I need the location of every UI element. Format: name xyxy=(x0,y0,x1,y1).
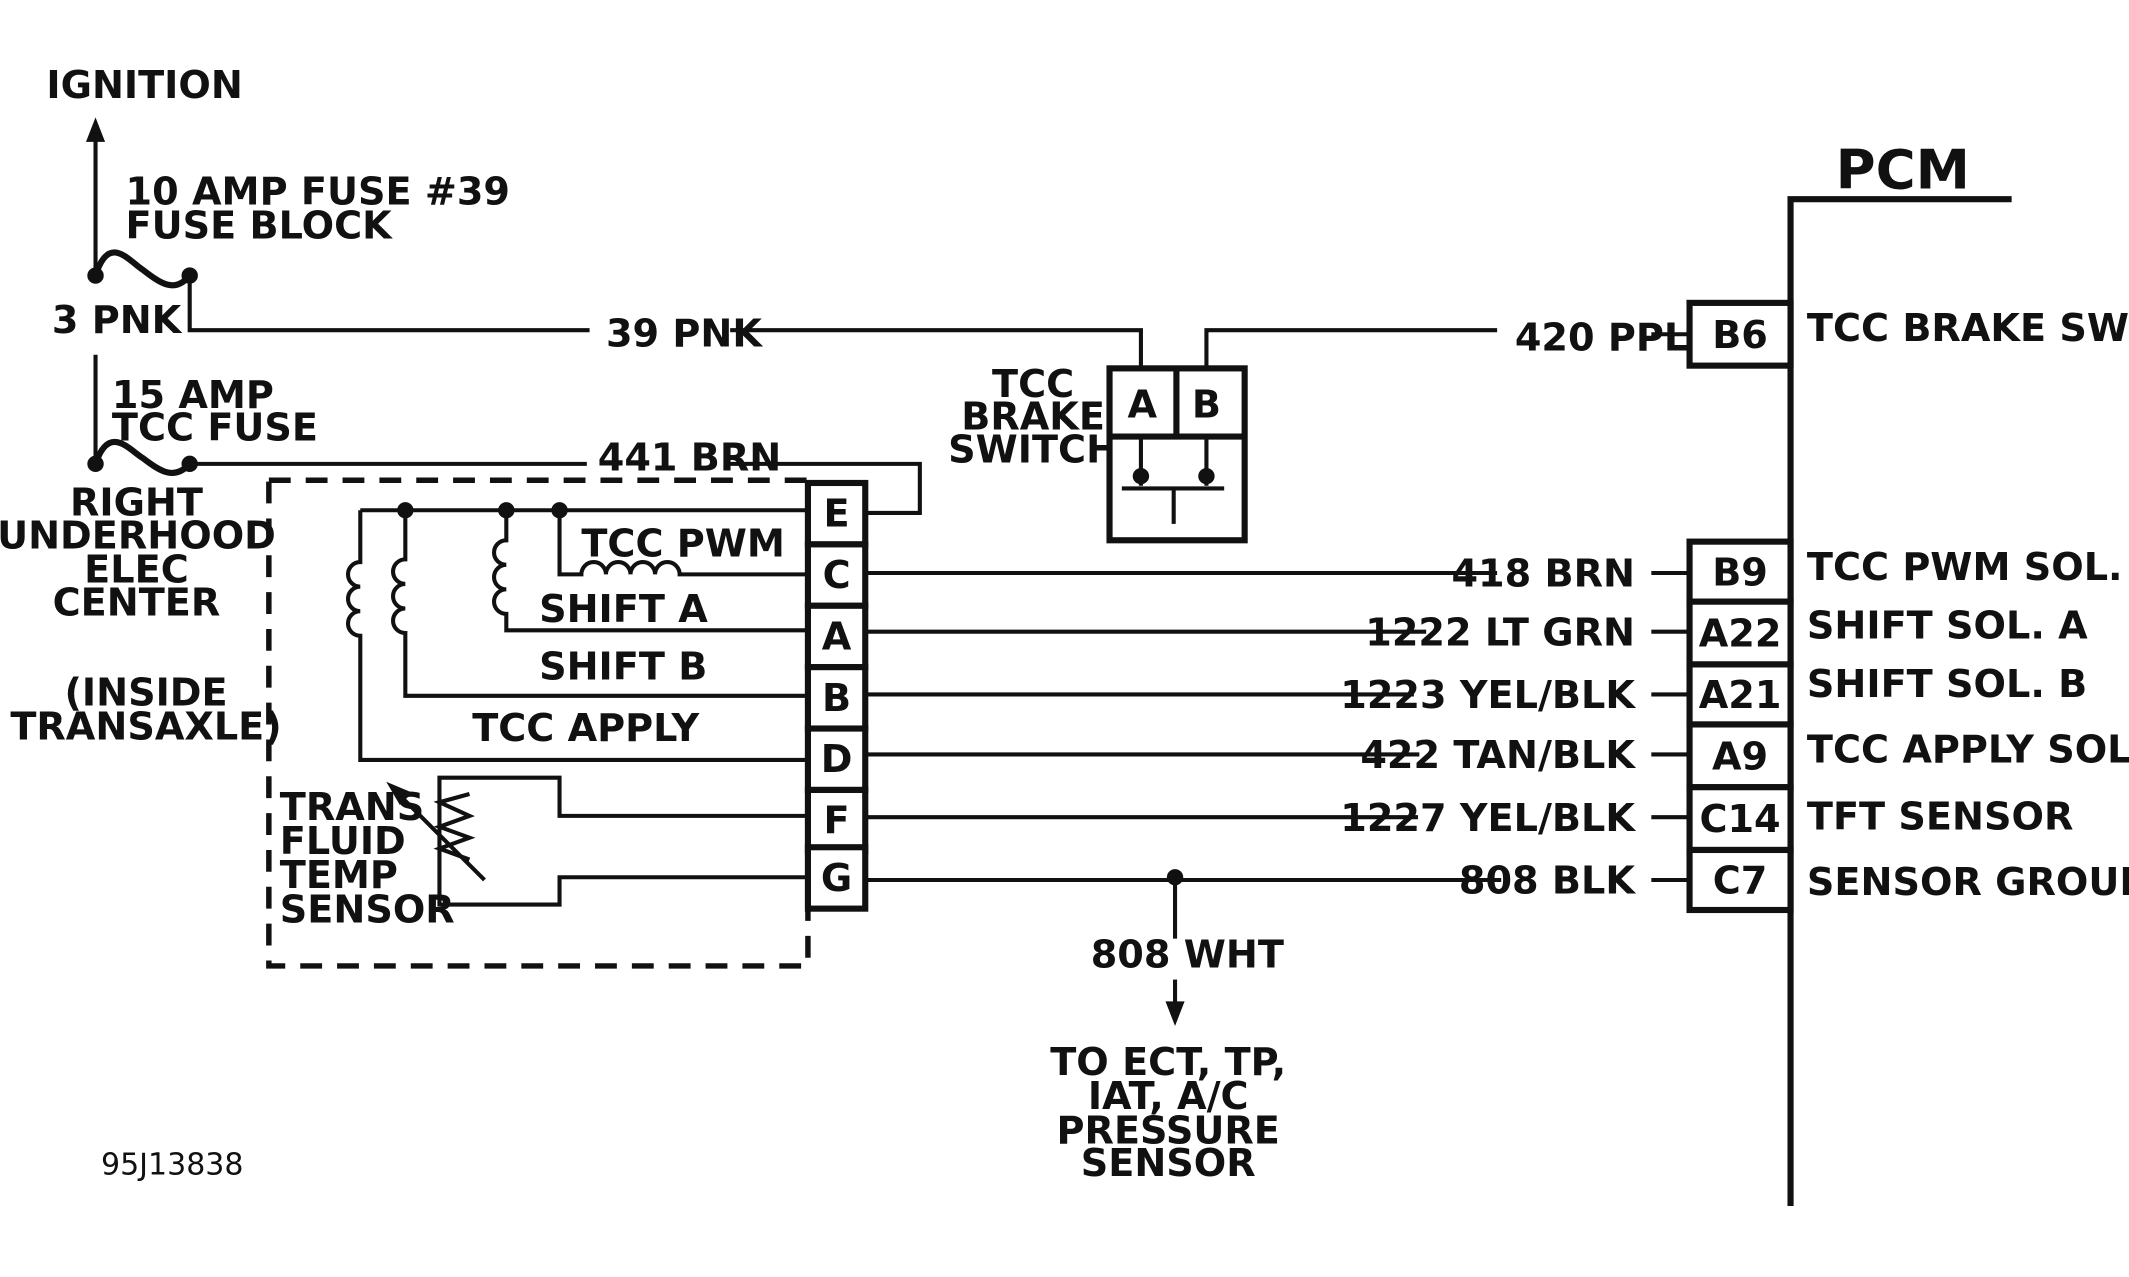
wire-a9-label: 422 TAN/BLK xyxy=(1360,734,1636,778)
tft-sensor-resistor-icon xyxy=(433,792,476,862)
connector-pin-label: A xyxy=(822,615,852,659)
connector-pin-label: F xyxy=(824,800,850,844)
connector-pin-label: C xyxy=(823,554,851,598)
pcm-pin-label: A21 xyxy=(1699,674,1782,718)
pcm-pin-a9 xyxy=(1686,721,1794,791)
tcc-apply-solenoid-icon xyxy=(345,510,808,762)
wire-39pnk-right xyxy=(730,328,1143,369)
figure-id: 95J13838 xyxy=(101,1148,243,1183)
connector-pin-a xyxy=(804,602,869,671)
wire-a22-label: 1222 LT GRN xyxy=(1365,611,1635,655)
pcm-pin-c14 xyxy=(1686,784,1794,854)
tft-label-3: TEMP xyxy=(280,854,398,898)
wire-a21-label: 1223 YEL/BLK xyxy=(1340,674,1636,718)
wire-3pnk-label: 3 PNK xyxy=(52,299,183,343)
transaxle-label-1: (INSIDE xyxy=(64,671,227,715)
connector-pin-label: G xyxy=(821,857,852,901)
pcm-function-label: TCC APPLY SOL. xyxy=(1807,729,2129,773)
ignition-label: IGNITION xyxy=(46,64,242,108)
fuse39-terminal-a xyxy=(87,267,104,284)
pcm-pin-label: B6 xyxy=(1712,314,1768,358)
fuse39-label-2: FUSE BLOCK xyxy=(126,205,394,249)
wire-c7-label: 808 BLK xyxy=(1459,860,1636,904)
tft-sensor-arrowhead-icon xyxy=(386,781,413,805)
brake-switch-label-3: SWITCH xyxy=(948,429,1118,473)
shift-b-label: SHIFT B xyxy=(539,645,707,689)
tcc-feed-circuit: 441 BRN xyxy=(189,437,922,516)
wire-420ppl-label: 420 PPL xyxy=(1515,317,1688,361)
wire-39pnk-left xyxy=(187,275,590,333)
center-label-4: CENTER xyxy=(53,581,221,625)
fuse39-label-1: 10 AMP FUSE #39 xyxy=(126,171,510,215)
connector-pin-label: B xyxy=(822,677,851,721)
center-label-2: UNDERHOOD xyxy=(0,514,276,558)
wire-c14-label: 1227 YEL/BLK xyxy=(1340,797,1636,841)
fuse-tcc-label-2: TCC FUSE xyxy=(112,407,318,451)
pcm-function-label: SENSOR GROUND xyxy=(1807,861,2129,905)
ignition-feed: IGNITION 10 AMP FUSE #39 FUSE BLOCK 3 PN… xyxy=(0,64,510,749)
brake-switch-dot-b xyxy=(1198,467,1215,485)
wire-420ppl-left xyxy=(1204,328,1498,369)
ground-arrow-icon xyxy=(1165,1001,1185,1026)
connector-pin-b xyxy=(804,664,869,732)
pcm-pin-label: B9 xyxy=(1712,551,1768,595)
ground-branch: 808 WHT TO ECT, TP, IAT, A/C PRESSURE SE… xyxy=(1050,869,1286,1186)
pcm-title: PCM xyxy=(1836,137,1970,201)
fuse-tcc-terminal-a xyxy=(87,455,104,473)
tft-sensor-variable-arrow xyxy=(394,789,486,882)
shift-a-label: SHIFT A xyxy=(539,588,708,632)
fuse-tcc-label-1: 15 AMP xyxy=(112,374,274,418)
ignition-arrow-icon xyxy=(85,117,106,142)
fuse39-icon xyxy=(92,249,193,289)
wire-441brn-label: 441 BRN xyxy=(598,437,782,481)
fuse39-terminal-b xyxy=(181,267,198,284)
wire-39pnk-label: 39 PNK xyxy=(606,313,763,357)
pcm-pin-label: A22 xyxy=(1699,613,1782,657)
transaxle-label-2: TRANSAXLE) xyxy=(10,705,281,749)
ground-dest-label-3: PRESSURE xyxy=(1057,1109,1280,1153)
tcc-pwm-solenoid-icon xyxy=(557,510,808,577)
tft-label-2: FLUID xyxy=(280,820,406,864)
pcm-pin-label: C7 xyxy=(1713,860,1768,904)
pcm-pin-b6 xyxy=(1686,299,1794,369)
pcm-function-label: TCC BRAKE SWITCH xyxy=(1807,307,2129,351)
pcm-function-label: TCC PWM SOL. xyxy=(1807,546,2123,590)
wire-b9-label: 418 BRN xyxy=(1451,553,1635,597)
tcc-pwm-label: TCC PWM xyxy=(581,523,785,567)
brake-switch-pin-b: B xyxy=(1192,383,1221,427)
pcm-pin-label: C14 xyxy=(1699,798,1780,842)
fuse-tcc-icon xyxy=(92,438,192,476)
center-label-1: RIGHT xyxy=(70,482,203,526)
brake-switch-dot-a xyxy=(1132,467,1150,485)
brake-switch-label-2: BRAKE xyxy=(961,396,1105,440)
brake-switch-pin-a: A xyxy=(1128,383,1158,427)
ground-dest-label-2: IAT, A/C xyxy=(1088,1075,1249,1119)
pcm-pin-c7 xyxy=(1686,846,1794,914)
center-label-3: ELEC xyxy=(84,549,189,593)
tft-sensor-leads xyxy=(437,775,808,907)
pcm-pin-b9 xyxy=(1686,538,1794,605)
brake-switch-label-1: TCC xyxy=(992,363,1074,407)
brake-switch-circuit: 39 PNK 420 PPL TCC BRAKE SWITCH A B xyxy=(187,275,1690,544)
tcc-apply-label: TCC APPLY xyxy=(472,707,700,751)
ground-dest-label-4: SENSOR xyxy=(1081,1142,1256,1186)
wire-441brn-right xyxy=(728,461,922,516)
ground-dest-label-1: TO ECT, TP, xyxy=(1050,1041,1286,1085)
pcm-function-label: SHIFT SOL. B xyxy=(1807,663,2087,707)
connector-pin-label: D xyxy=(821,738,853,782)
shift-b-solenoid-icon xyxy=(391,510,808,698)
tft-label-4: SENSOR xyxy=(280,888,455,932)
pcm-function-label: TFT SENSOR xyxy=(1807,796,2073,840)
tft-label-1: TRANS xyxy=(280,786,425,830)
connector-pin-label: E xyxy=(824,493,850,537)
wire-808wht-label: 808 WHT xyxy=(1091,933,1284,977)
pcm-pin-label: A9 xyxy=(1712,735,1768,779)
pcm-function-label: SHIFT SOL. A xyxy=(1807,605,2088,649)
shift-a-solenoid-icon xyxy=(492,510,808,633)
